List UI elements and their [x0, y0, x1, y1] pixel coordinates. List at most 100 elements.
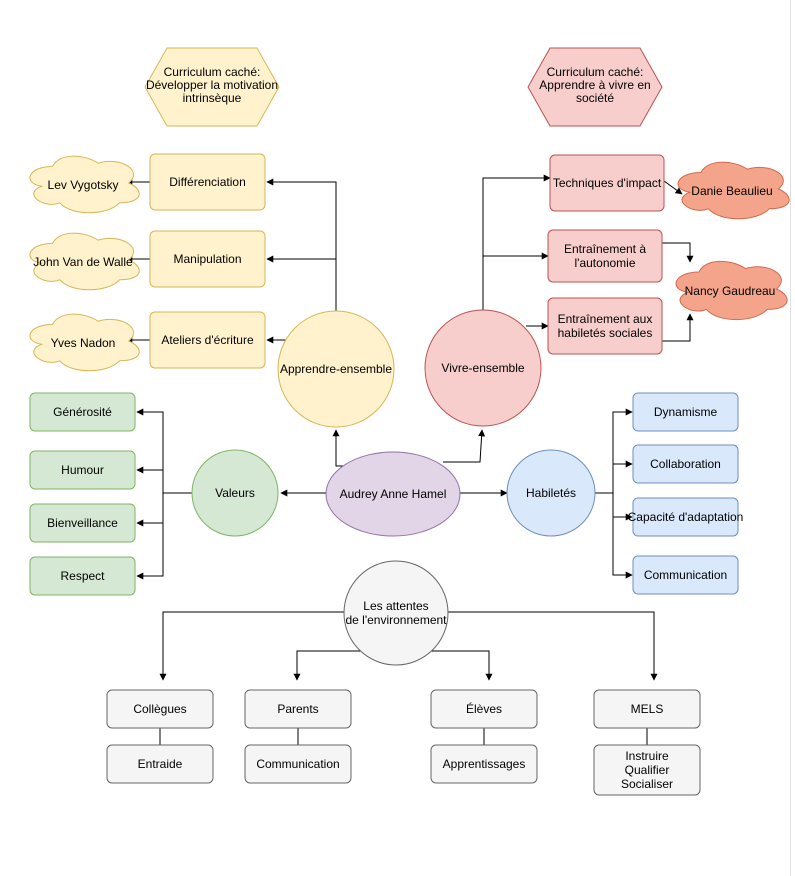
apprendre-ensemble-node-label: Apprendre-ensemble — [280, 362, 392, 376]
attente-group-collegues[interactable]: Collègues — [106, 689, 214, 729]
hexagon-curriculum-societe-label-line-2: Apprendre à vivre en — [539, 78, 650, 92]
connector-habiletes-sociales-to-gaudreau — [662, 313, 694, 342]
hexagon-curriculum-motivation-shape — [144, 47, 280, 127]
attente-group-parents-shape — [244, 689, 352, 729]
author-cloud-gaudreau-shape — [675, 260, 788, 320]
habilete-item-dynamisme[interactable]: Dynamisme — [632, 392, 739, 432]
hexagon-curriculum-motivation-label-line-1: Curriculum caché: — [164, 65, 261, 79]
attente-group-mels[interactable]: MELS — [593, 689, 701, 729]
attente-detail-collegues-shape — [106, 744, 214, 784]
habiletes-node-shape — [506, 449, 596, 537]
attente-detail-collegues[interactable]: Entraide — [106, 744, 214, 784]
connector-habiletes-to-communication — [594, 492, 633, 579]
center-node-audrey-anne-hamel-label: Audrey Anne Hamel — [340, 487, 447, 501]
author-cloud-ateliers[interactable]: Yves Nadon — [29, 313, 140, 372]
connector-attentes-to-eleves — [425, 650, 493, 681]
valeur-item-generosite[interactable]: Générosité — [29, 392, 136, 432]
vivre-item-autonomie-shape — [547, 229, 663, 283]
attente-group-mels-label: MELS — [631, 702, 664, 716]
valeur-item-respect-label: Respect — [60, 569, 105, 583]
author-cloud-beaulieu[interactable]: Danie Beaulieu — [677, 161, 790, 220]
attente-detail-mels-label-line-2: Qualifier — [625, 763, 670, 777]
habilete-item-adaptation-shape — [632, 497, 739, 537]
habilete-item-communication-label: Communication — [644, 568, 727, 582]
connector-techniques-to-beaulieu — [663, 180, 683, 195]
hexagon-curriculum-societe[interactable]: Curriculum caché:Apprendre à vivre ensoc… — [527, 47, 663, 127]
habilete-item-communication-shape — [632, 555, 739, 595]
habiletes-node-label: Habiletés — [526, 486, 576, 500]
author-cloud-ateliers-shape — [29, 313, 140, 372]
attente-detail-parents[interactable]: Communication — [244, 744, 352, 784]
vivre-item-autonomie[interactable]: Entraînement àl'autonomie — [547, 229, 663, 283]
vivre-item-techniques-label: Techniques d'impact — [553, 176, 662, 190]
attente-detail-eleves[interactable]: Apprentissages — [430, 744, 538, 784]
connector-habiletes-to-collaboration — [594, 460, 633, 494]
habilete-item-collaboration-shape — [632, 444, 739, 484]
attente-group-eleves[interactable]: Élèves — [430, 689, 538, 729]
valeur-item-bienveillance[interactable]: Bienveillance — [29, 503, 136, 543]
habilete-item-collaboration-label: Collaboration — [650, 457, 721, 471]
vivre-ensemble-node[interactable]: Vivre-ensemble — [424, 309, 542, 427]
connector-attentes-to-parents — [293, 650, 368, 681]
vivre-item-techniques[interactable]: Techniques d'impact — [549, 154, 665, 212]
hexagon-curriculum-motivation-label-line-2: Développer la motivation — [146, 78, 278, 92]
valeur-item-humour-shape — [29, 450, 136, 490]
vivre-item-autonomie-label-line-2: l'autonomie — [575, 256, 636, 270]
habiletes-node[interactable]: Habiletés — [506, 449, 596, 537]
center-node-audrey-anne-hamel[interactable]: Audrey Anne Hamel — [325, 451, 461, 537]
habilete-item-communication[interactable]: Communication — [632, 555, 739, 595]
hexagon-curriculum-societe-label-line-1: Curriculum caché: — [547, 65, 644, 79]
author-cloud-ateliers-label: Yves Nadon — [51, 336, 116, 350]
hexagon-curriculum-societe-shape — [527, 47, 663, 127]
attente-group-collegues-shape — [106, 689, 214, 729]
author-cloud-gaudreau[interactable]: Nancy Gaudreau — [675, 260, 788, 320]
apprendre-item-ateliers[interactable]: Ateliers d'écriture — [149, 311, 266, 369]
attente-detail-eleves-label: Apprentissages — [443, 757, 526, 771]
valeurs-node[interactable]: Valeurs — [191, 449, 279, 537]
apprendre-item-manipulation[interactable]: Manipulation — [149, 230, 266, 288]
attentes-environnement-node-label-line-2: de l'environnement — [345, 613, 447, 627]
connector-attentes-to-mels — [446, 611, 658, 681]
valeur-item-humour-label: Humour — [61, 463, 104, 477]
valeur-item-bienveillance-label: Bienveillance — [47, 516, 118, 530]
vivre-item-techniques-shape — [549, 154, 665, 212]
valeur-item-respect[interactable]: Respect — [29, 556, 136, 596]
vivre-item-habiletes-sociales-label-line-1: Entraînement aux — [558, 312, 653, 326]
vivre-item-autonomie-label-line-1: Entraînement à — [564, 242, 646, 256]
habilete-item-adaptation-label: Capacité d'adaptation — [628, 510, 744, 524]
habilete-item-adaptation[interactable]: Capacité d'adaptation — [628, 497, 744, 537]
valeur-item-generosite-label: Générosité — [53, 405, 112, 419]
attentes-environnement-node-label-line-1: Les attentes — [363, 599, 428, 613]
hexagon-curriculum-motivation-label-line-3: intrinsèque — [183, 91, 242, 105]
apprendre-ensemble-node-shape — [277, 310, 395, 428]
page-edge-divider — [790, 0, 791, 876]
habilete-item-collaboration[interactable]: Collaboration — [632, 444, 739, 484]
attente-detail-parents-label: Communication — [256, 757, 339, 771]
vivre-ensemble-node-shape — [424, 309, 542, 427]
apprendre-item-differenciation[interactable]: Différenciation — [149, 153, 266, 211]
vivre-ensemble-node-label: Vivre-ensemble — [441, 361, 524, 375]
valeur-item-respect-shape — [29, 556, 136, 596]
apprendre-ensemble-node[interactable]: Apprendre-ensemble — [277, 310, 395, 428]
valeur-item-humour[interactable]: Humour — [29, 450, 136, 490]
hexagon-curriculum-motivation[interactable]: Curriculum caché:Développer la motivatio… — [144, 47, 280, 127]
connector-apprendre-to-differenciation — [266, 178, 337, 310]
apprendre-item-differenciation-label: Différenciation — [169, 175, 246, 189]
author-cloud-manipulation[interactable]: John Van de Walle — [29, 232, 140, 291]
apprendre-item-manipulation-shape — [149, 230, 266, 288]
attente-detail-mels-shape — [593, 744, 701, 796]
attente-detail-parents-shape — [244, 744, 352, 784]
connector-center-to-vivre — [443, 429, 486, 463]
habilete-item-dynamisme-shape — [632, 392, 739, 432]
author-cloud-differenciation[interactable]: Lev Vygotsky — [29, 155, 140, 214]
connector-autonomie-to-gaudreau — [662, 242, 694, 263]
valeur-item-generosite-shape — [29, 392, 136, 432]
attente-group-parents[interactable]: Parents — [244, 689, 352, 729]
apprendre-item-ateliers-shape — [149, 311, 266, 369]
connector-attentes-to-collegues — [159, 611, 345, 681]
